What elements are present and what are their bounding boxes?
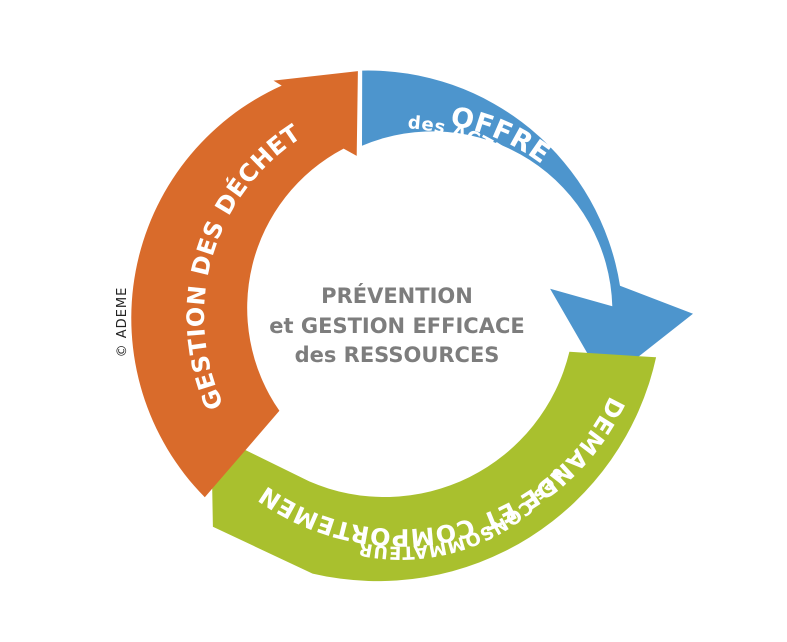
copyright-credit: © ADEME [115,287,130,358]
center-line-3: des RESSOURCES [295,343,500,367]
center-line-1: PRÉVENTION [321,283,473,308]
demande-arrow [211,351,657,582]
center-line-2: et GESTION EFFICACE [269,314,524,338]
dechets-arrow [131,71,358,498]
offre-arrow [362,70,693,384]
